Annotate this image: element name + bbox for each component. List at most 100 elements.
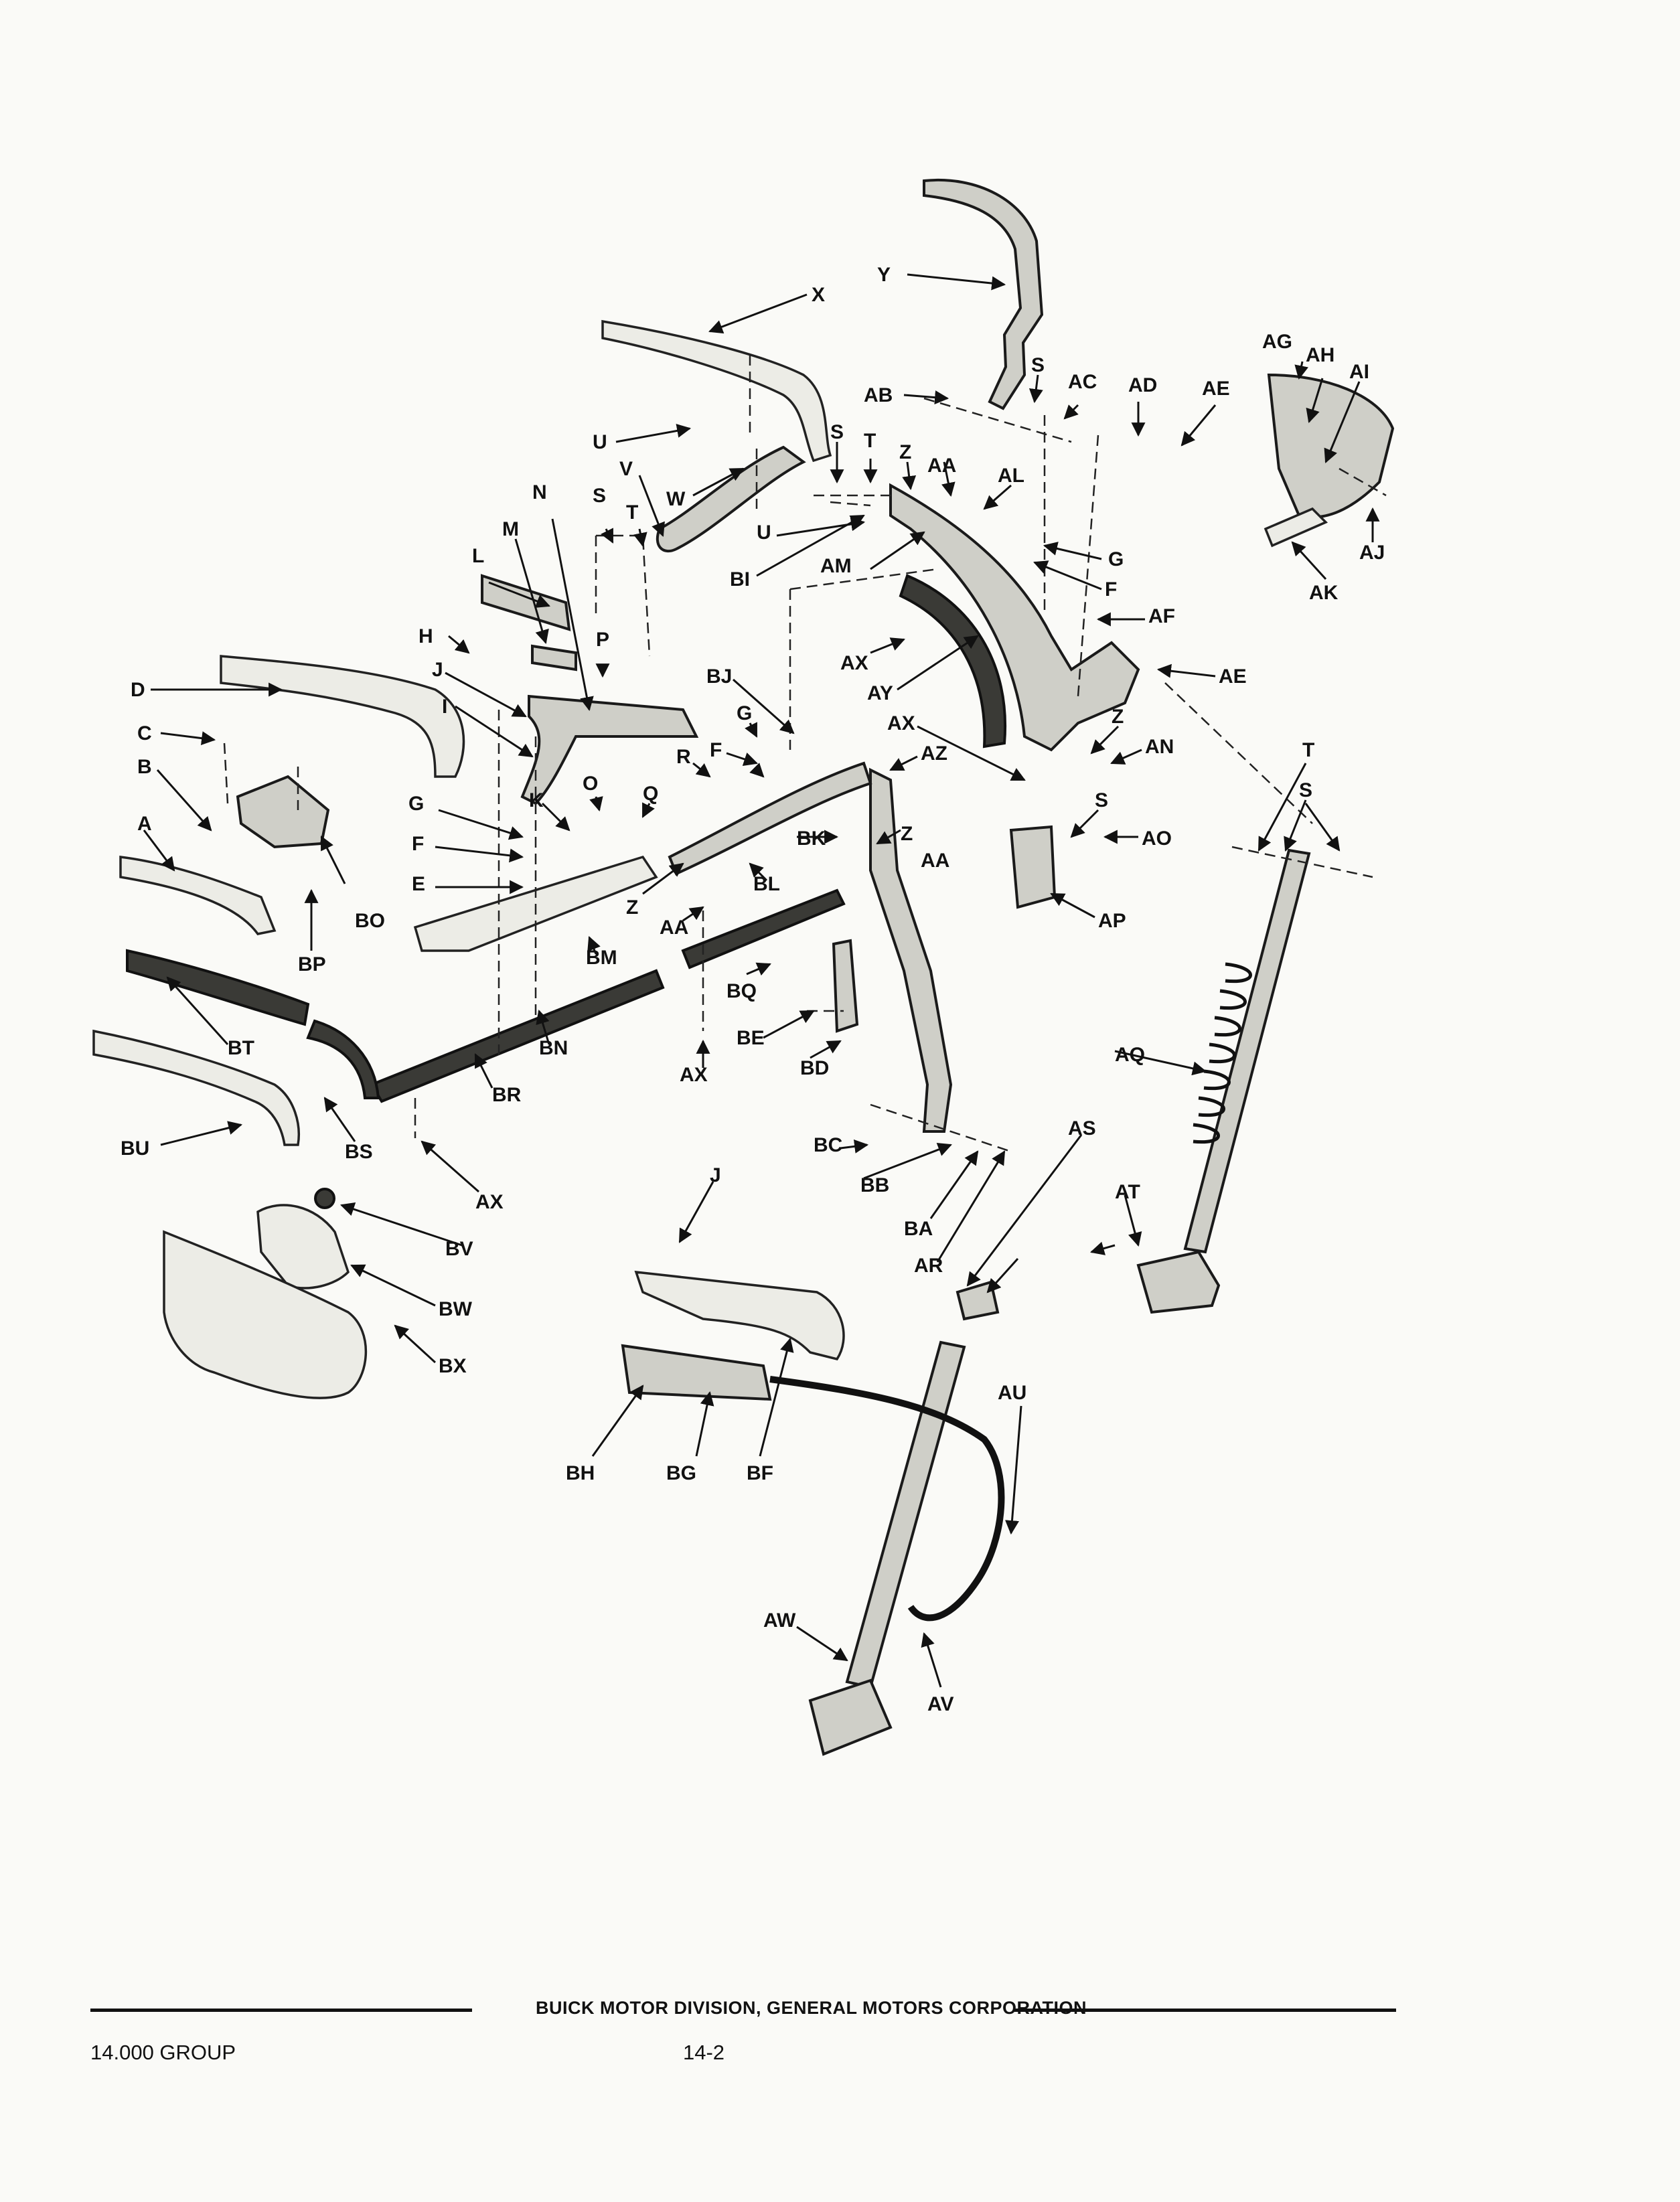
label-al: AL: [998, 465, 1024, 487]
label-h: H: [418, 625, 433, 647]
label-a: A: [137, 813, 152, 835]
label-s: S: [1299, 779, 1312, 801]
label-bi: BI: [730, 568, 750, 591]
part-motor-bg: [621, 1344, 772, 1401]
label-r: R: [676, 746, 691, 768]
label-ae: AE: [1219, 665, 1247, 688]
label-z: Z: [899, 441, 911, 463]
label-bo: BO: [355, 910, 385, 932]
label-aq: AQ: [1115, 1044, 1145, 1066]
label-aa: AA: [927, 455, 956, 477]
label-z: Z: [626, 896, 638, 919]
label-ag: AG: [1262, 331, 1292, 353]
leader-lines: [143, 273, 1380, 1688]
label-bb: BB: [860, 1174, 889, 1196]
label-br: BR: [492, 1084, 522, 1106]
label-j: J: [710, 1164, 721, 1186]
label-g: G: [1108, 548, 1124, 570]
label-bf: BF: [747, 1462, 773, 1484]
label-bu: BU: [121, 1137, 149, 1160]
label-s: S: [593, 485, 606, 507]
label-ax: AX: [475, 1191, 504, 1213]
part-quarter-bow-am: [889, 483, 1140, 752]
part-cover-bf: [634, 1270, 845, 1360]
label-ax: AX: [887, 712, 915, 734]
assembly-lines: [223, 355, 1387, 1153]
footer-rule-right: [1014, 2009, 1396, 2012]
label-af: AF: [1148, 605, 1175, 627]
label-e: E: [412, 873, 425, 895]
part-bracket-n: [520, 694, 699, 805]
label-an: AN: [1145, 736, 1174, 758]
label-w: W: [666, 488, 686, 510]
part-rail-bq: [681, 888, 846, 969]
part-coil-spring: [1193, 962, 1252, 1144]
label-bd: BD: [800, 1057, 829, 1079]
part-link-arm-w: [656, 445, 806, 553]
label-ak: AK: [1309, 582, 1339, 604]
label-ao: AO: [1142, 828, 1172, 850]
footer-page-number: 14-2: [683, 2041, 725, 2064]
footer-company: BUICK MOTOR DIVISION, GENERAL MOTORS COR…: [536, 1998, 1087, 2018]
label-g: G: [737, 702, 752, 724]
label-s: S: [830, 421, 844, 443]
label-bq: BQ: [727, 980, 757, 1002]
label-s: S: [1095, 789, 1108, 811]
label-bg: BG: [666, 1462, 696, 1484]
label-v: V: [619, 458, 633, 480]
label-b: B: [137, 756, 152, 778]
label-av: AV: [927, 1693, 953, 1715]
label-bj: BJ: [706, 665, 732, 688]
part-upper-link-bj: [668, 761, 872, 876]
label-u: U: [593, 431, 607, 453]
label-bc: BC: [814, 1134, 842, 1156]
label-am: AM: [820, 555, 852, 577]
label-q: Q: [643, 783, 658, 805]
label-j: J: [432, 659, 443, 681]
part-strut-base-at: [1136, 1250, 1221, 1314]
label-f: F: [412, 833, 424, 855]
label-o: O: [583, 773, 598, 795]
label-at: AT: [1115, 1181, 1140, 1203]
footer-group: 14.000 GROUP: [90, 2041, 236, 2064]
part-knob-bv: [314, 1188, 335, 1209]
label-bh: BH: [566, 1462, 595, 1484]
label-ay: AY: [867, 682, 893, 704]
label-ax: AX: [840, 652, 868, 674]
label-z: Z: [1112, 706, 1124, 728]
label-ai: AI: [1349, 361, 1369, 383]
label-ac: AC: [1068, 371, 1097, 393]
part-cylinder-base: [808, 1678, 893, 1756]
label-aj: AJ: [1359, 542, 1385, 564]
label-p: P: [596, 629, 609, 651]
label-t: T: [864, 430, 876, 452]
label-m: M: [502, 518, 519, 540]
label-ax: AX: [680, 1064, 708, 1086]
label-ah: AH: [1306, 344, 1334, 366]
part-rail-bt-end: [306, 1019, 380, 1099]
label-aa: AA: [660, 917, 688, 939]
label-y: Y: [877, 264, 891, 286]
label-bm: BM: [586, 947, 617, 969]
part-bracket-m: [531, 644, 577, 672]
part-rail-bt: [126, 949, 310, 1026]
label-x: X: [812, 284, 825, 306]
part-rail-br: [370, 969, 665, 1103]
label-bs: BS: [345, 1141, 373, 1163]
callout-labels: Y X AB S AC AD AE AG AH AI U S T Z AA AL…: [121, 264, 1385, 1715]
label-f: F: [1105, 578, 1117, 601]
label-ba: BA: [904, 1218, 933, 1240]
label-t: T: [1302, 739, 1314, 761]
parts-layer: [92, 179, 1395, 1756]
part-weatherstrip-ay: [899, 574, 1007, 749]
label-k: K: [529, 789, 544, 811]
part-bracket-l: [481, 574, 571, 631]
label-az: AZ: [921, 742, 947, 765]
part-bracket-ap: [1009, 825, 1057, 909]
part-strip-ak: [1264, 507, 1328, 548]
part-molding-bu: [92, 1029, 300, 1146]
label-ar: AR: [914, 1255, 943, 1277]
label-bl: BL: [753, 873, 780, 895]
label-bw: BW: [439, 1298, 473, 1320]
